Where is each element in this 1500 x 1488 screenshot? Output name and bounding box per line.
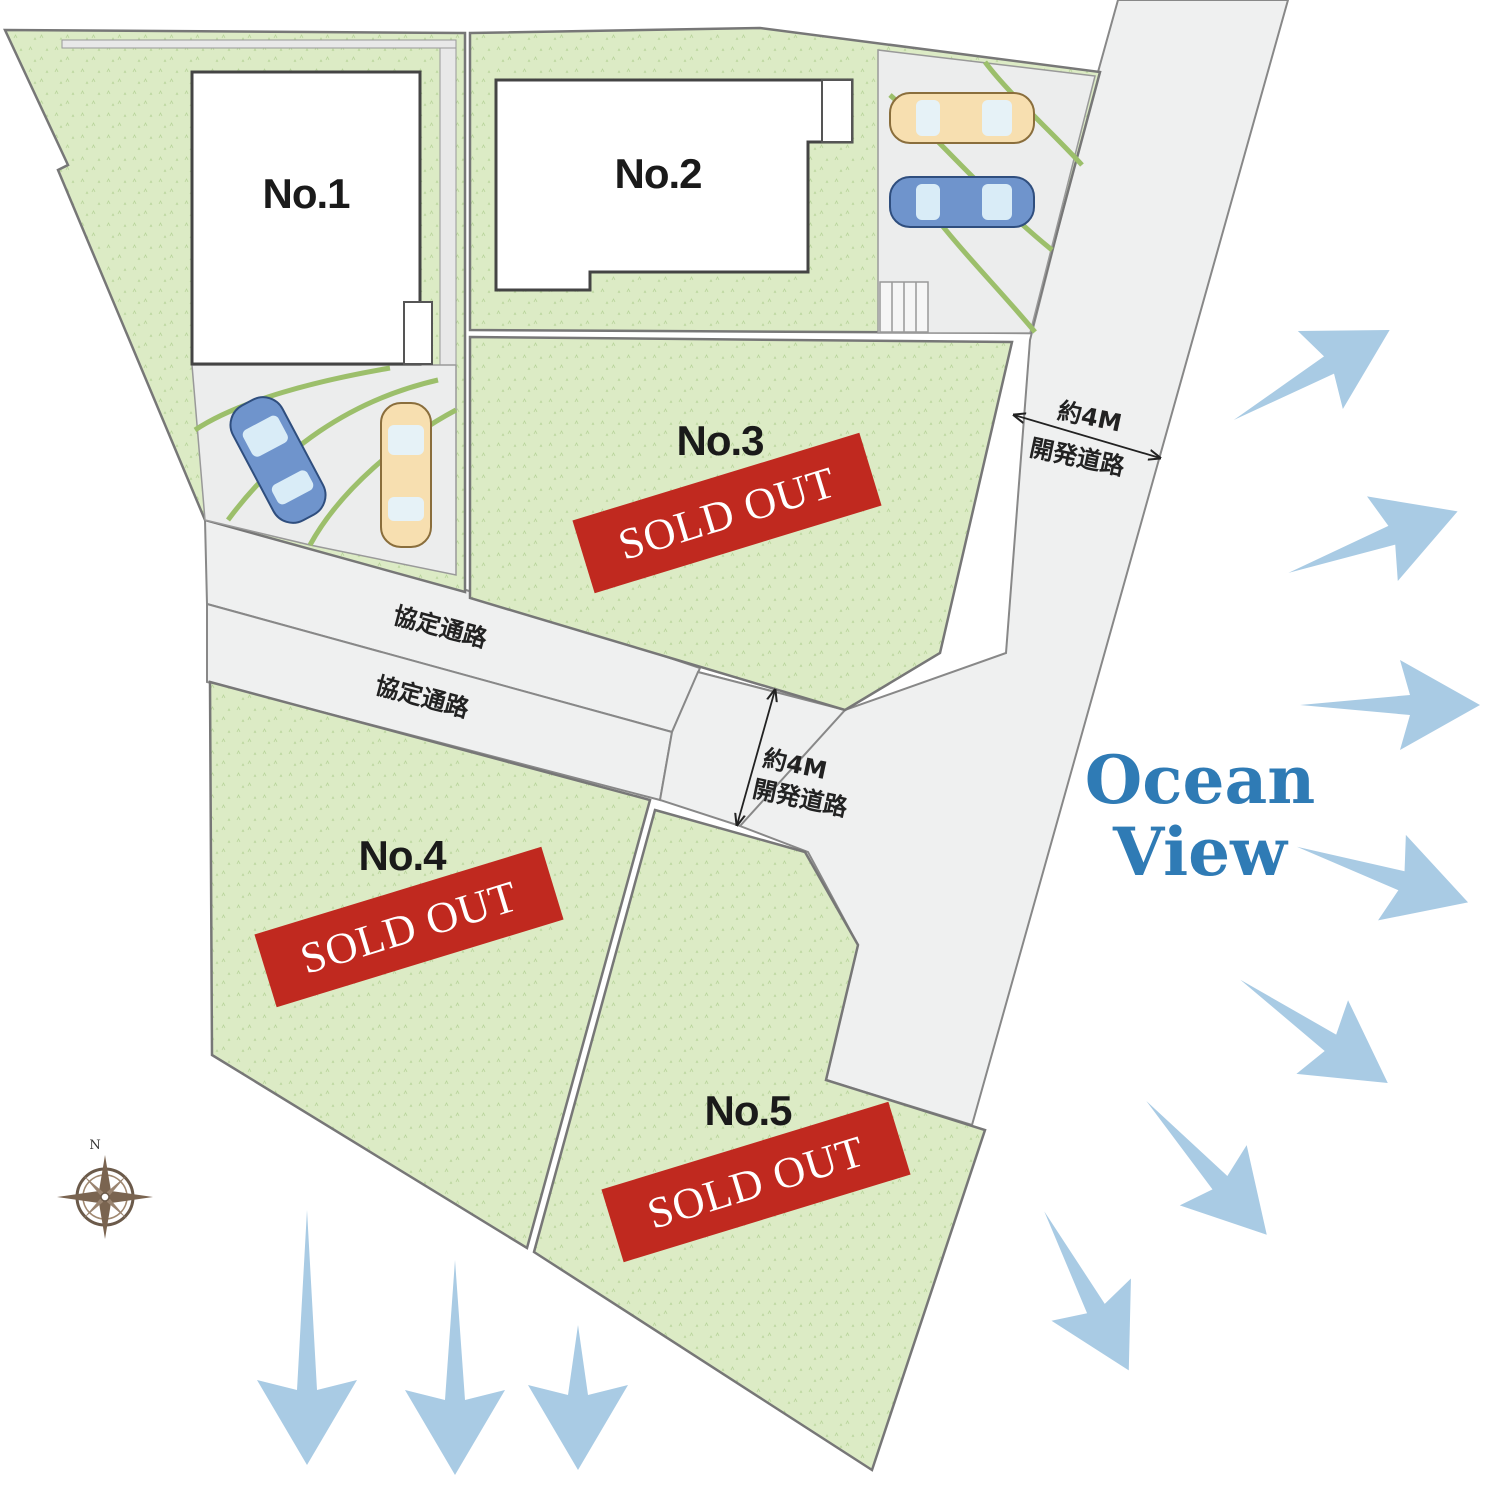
dev-road-width-arrow-upper: [1014, 415, 1160, 458]
ocean-view-line-2: View: [1112, 813, 1289, 891]
car-blue-lot-1: [229, 396, 327, 524]
view-arrow-3: [1300, 660, 1480, 750]
car-cream-lot-2: [889, 92, 1035, 144]
ocean-view-line-1: Ocean: [1085, 741, 1315, 819]
car-cream-lot-1: [380, 402, 432, 548]
compass-north-label: N: [89, 1138, 100, 1153]
lot-1-house-annex: [403, 301, 433, 365]
view-arrow-6: [1146, 1100, 1267, 1235]
lot-1-label: No.1: [262, 170, 350, 217]
car-blue-lot-2: [889, 176, 1035, 228]
lot-1-house: [190, 70, 422, 366]
lot-3-label: No.3: [676, 417, 763, 464]
lot-1-parking-lines: [193, 365, 458, 547]
view-arrow-5: [1240, 979, 1388, 1083]
lot-4-label: No.4: [358, 832, 447, 879]
lot-2-label: No.2: [614, 150, 701, 197]
view-arrow-8: [257, 1210, 357, 1465]
lot-2-steps: [879, 281, 929, 333]
view-arrow-7: [1044, 1211, 1131, 1371]
view-arrow-1: [1233, 330, 1390, 420]
lot-5-label: No.5: [704, 1087, 792, 1134]
view-arrow-2: [1288, 496, 1458, 581]
lot-4-sold-badge: SOLD OUT: [254, 846, 564, 1008]
dev-road-width-arrow-lower: [737, 690, 775, 825]
view-arrow-10: [528, 1325, 628, 1470]
ocean-view-arrows: [257, 330, 1480, 1475]
lot-5-area[interactable]: [532, 808, 987, 1472]
compass-rose-icon: N: [57, 1138, 153, 1239]
view-arrow-9: [405, 1260, 505, 1475]
lot-1-fence: [61, 39, 457, 49]
lot-2-house-annex: [821, 79, 853, 143]
view-arrow-4: [1296, 834, 1469, 921]
lot-4-area[interactable]: [208, 680, 652, 1250]
